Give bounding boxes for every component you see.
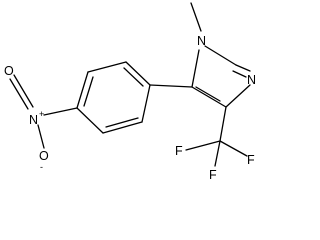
structure-canvas: N N N + O O - F F F xyxy=(4,2,256,182)
bond-n-o-top-double xyxy=(9,78,29,110)
bond-n1-c2 xyxy=(204,45,237,66)
bond-ph-6 xyxy=(141,84,151,123)
bond-ph-2 xyxy=(87,61,127,73)
atom-f1: F xyxy=(175,144,183,158)
phenyl-ring xyxy=(76,61,151,134)
bond-n3-c4 xyxy=(225,84,251,108)
atom-nitro-o-top: O xyxy=(4,64,14,78)
bond-c-f2 xyxy=(219,140,248,157)
bond-ph-1 xyxy=(125,61,151,86)
atom-n1: N xyxy=(197,34,206,48)
trifluoromethyl-group xyxy=(185,106,248,167)
bond-c-f3 xyxy=(214,140,221,167)
bond-c4-cf3 xyxy=(219,106,227,142)
bond-n-o-bottom xyxy=(37,124,45,149)
bond-ph-4 xyxy=(76,107,104,134)
bond-c2-n3 xyxy=(235,64,251,72)
bond-n1-methyl xyxy=(190,2,202,32)
nitro-group xyxy=(9,74,78,149)
atom-f2: F xyxy=(247,153,255,167)
bond-ph-nitro xyxy=(43,107,78,116)
bond-c5-n1 xyxy=(191,49,200,88)
charge-nitro-o-bottom: - xyxy=(40,162,43,172)
imidazole-ring xyxy=(191,45,251,108)
bond-c2-n3-inner xyxy=(232,70,247,78)
bond-c4-c5 xyxy=(191,86,227,108)
atom-n3: N xyxy=(247,73,256,87)
bond-c4-c5-inner xyxy=(195,86,221,102)
bond-ph-3 xyxy=(76,71,89,109)
bond-ph-5 xyxy=(102,121,143,134)
bond-c5-phenyl xyxy=(149,84,193,88)
bond-ph-5-inner xyxy=(105,117,139,128)
bond-n-o-top xyxy=(13,74,34,108)
atom-nitro-o-bottom: O xyxy=(39,149,49,163)
bond-c-f1 xyxy=(185,140,221,151)
atom-nitro-n: N xyxy=(29,113,38,127)
charge-nitro-n: + xyxy=(39,109,44,119)
atom-f3: F xyxy=(209,168,217,182)
bond-ph-1-inner xyxy=(123,67,144,87)
bond-ph-3-inner xyxy=(83,76,94,107)
